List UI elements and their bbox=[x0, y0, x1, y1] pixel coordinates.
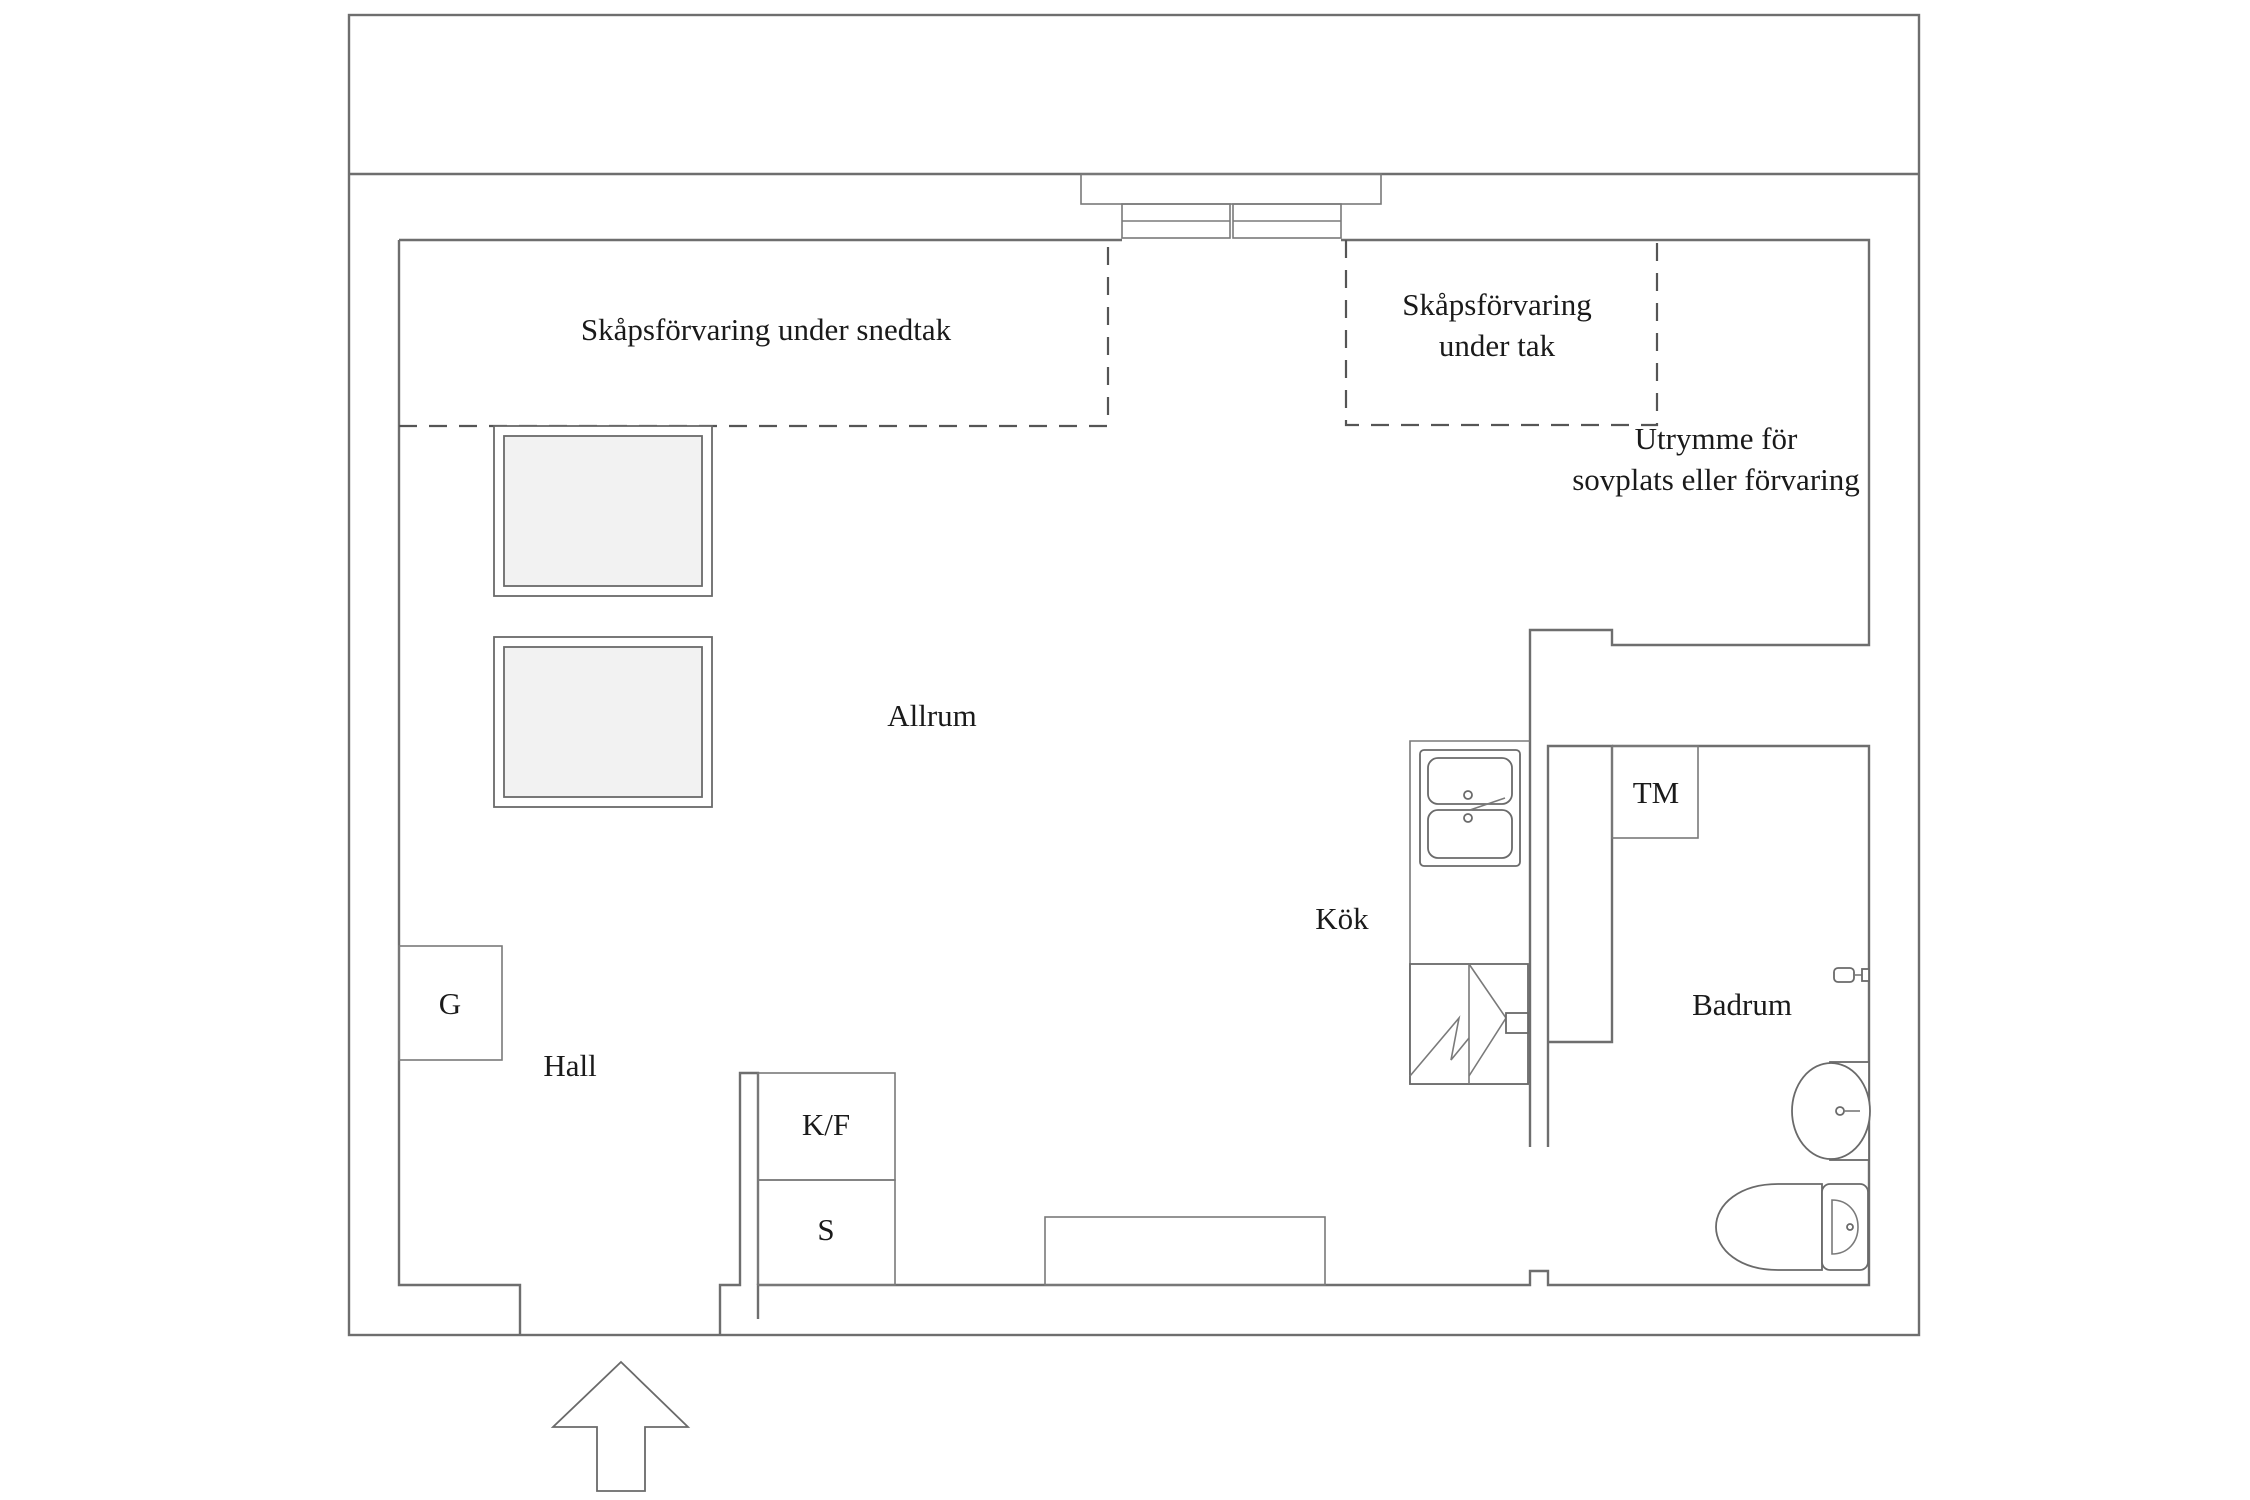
hall-label: Hall bbox=[543, 1048, 596, 1083]
shower-tap-icon bbox=[1833, 967, 1870, 983]
storage-under-roof-label-line1: Skåpsförvaring bbox=[1402, 287, 1591, 322]
wardrobe-label: G bbox=[439, 986, 461, 1021]
washing-machine-box bbox=[1611, 745, 1699, 839]
outer-boundary bbox=[347, 13, 1921, 1337]
closet-label: S bbox=[817, 1212, 834, 1247]
storage-sloped-roof-label: Skåpsförvaring under snedtak bbox=[581, 312, 952, 347]
skylight-top bbox=[493, 425, 713, 597]
living-room-label: Allrum bbox=[887, 698, 977, 733]
washbasin-icon bbox=[1791, 1061, 1871, 1161]
wardrobe-box bbox=[398, 945, 503, 1061]
stove-icon bbox=[1409, 963, 1529, 1085]
arrow-up-icon bbox=[550, 1360, 691, 1492]
fridge-freezer-label: K/F bbox=[802, 1107, 850, 1142]
roof-window bbox=[1080, 173, 1382, 239]
toilet-icon bbox=[1715, 1183, 1869, 1271]
kitchen-sink-icon bbox=[1419, 749, 1521, 867]
bathroom-label: Badrum bbox=[1692, 987, 1792, 1022]
space-label-line2: sovplats eller förvaring bbox=[1572, 462, 1860, 497]
bench bbox=[1044, 1216, 1326, 1286]
storage-under-roof-outline bbox=[1344, 240, 1659, 427]
space-label-line1: Utrymme för bbox=[1635, 421, 1798, 456]
storage-under-roof-label-line2: under tak bbox=[1439, 328, 1556, 363]
kitchen-label: Kök bbox=[1315, 901, 1369, 936]
skylight-bottom bbox=[493, 636, 713, 808]
washing-machine-label: TM bbox=[1633, 775, 1680, 810]
closet-box bbox=[757, 1179, 896, 1286]
